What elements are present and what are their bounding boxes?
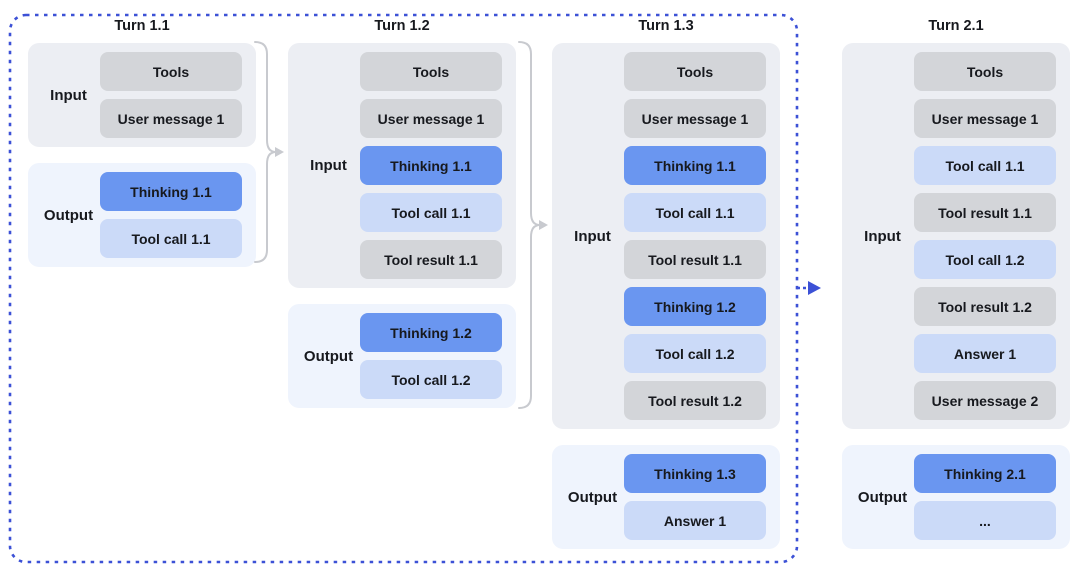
turn-title: Turn 2.1	[928, 18, 984, 34]
message-block: Tools	[360, 52, 502, 91]
turn-title: Turn 1.2	[374, 18, 430, 34]
message-block: User message 1	[914, 99, 1056, 138]
turn-2-1-output-blocks: Thinking 2.1...	[914, 454, 1056, 540]
output-label: Output	[857, 488, 908, 506]
message-block: Answer 1	[914, 334, 1056, 373]
message-block: Tools	[914, 52, 1056, 91]
message-block: Tool call 1.2	[624, 334, 766, 373]
turn-2-1-output-group: Output Thinking 2.1...	[842, 445, 1070, 549]
output-label: Output	[303, 347, 354, 365]
message-block: Tool call 1.1	[360, 193, 502, 232]
message-block: Thinking 1.2	[360, 313, 502, 352]
message-block: User message 1	[100, 99, 242, 138]
message-block: User message 1	[360, 99, 502, 138]
message-block: Answer 1	[624, 501, 766, 540]
brace-connector-icon	[518, 41, 548, 409]
message-block: Thinking 1.1	[360, 146, 502, 185]
message-block: User message 1	[624, 99, 766, 138]
input-label: Input	[310, 157, 347, 174]
message-block: Tool call 1.2	[914, 240, 1056, 279]
input-label: Input	[574, 227, 611, 245]
message-block: User message 2	[914, 381, 1056, 420]
message-block: Thinking 2.1	[914, 454, 1056, 493]
turn-title: Turn 1.3	[638, 18, 694, 34]
message-block: ...	[914, 501, 1056, 540]
message-block: Tool result 1.1	[914, 193, 1056, 232]
message-block: Tool result 1.1	[624, 240, 766, 279]
input-label: Input	[864, 227, 901, 245]
message-block: Tools	[100, 52, 242, 91]
output-label: Output	[567, 488, 618, 506]
message-block: Tool call 1.1	[624, 193, 766, 232]
message-block: Thinking 1.2	[624, 287, 766, 326]
message-block: Tools	[624, 52, 766, 91]
message-block: Thinking 1.3	[624, 454, 766, 493]
message-block: Thinking 1.1	[624, 146, 766, 185]
message-block: Tool result 1.2	[624, 381, 766, 420]
output-label: Output	[43, 206, 94, 224]
turn-title: Turn 1.1	[114, 18, 170, 34]
message-block: Tool call 1.1	[100, 219, 242, 258]
brace-connector-icon	[254, 41, 284, 263]
message-block: Tool result 1.2	[914, 287, 1056, 326]
carryover-arrow-icon	[797, 281, 821, 295]
input-label: Input	[50, 86, 87, 104]
message-block: Thinking 1.1	[100, 172, 242, 211]
message-block: Tool call 1.2	[360, 360, 502, 399]
message-block: Tool result 1.1	[360, 240, 502, 279]
message-block: Tool call 1.1	[914, 146, 1056, 185]
